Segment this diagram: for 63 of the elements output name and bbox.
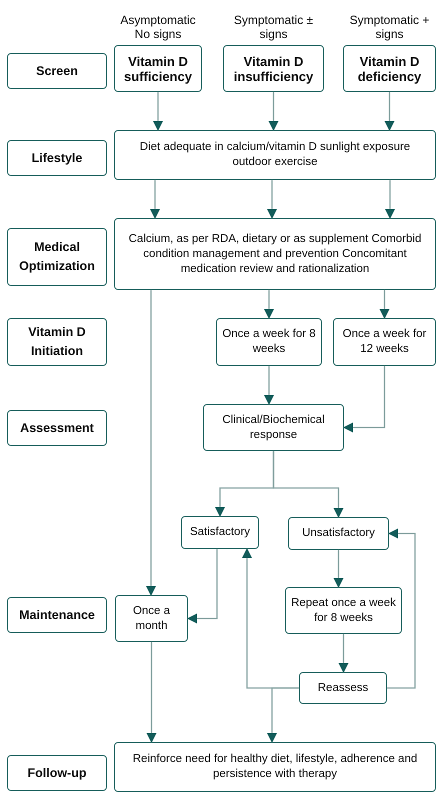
node-text: Satisfactory — [190, 525, 250, 540]
stage-label-box — [7, 318, 107, 366]
process-box — [285, 587, 402, 634]
node-text: Reinforce need for healthy diet, lifestyle, adherence and persistence with therapy — [132, 752, 418, 782]
stage-label-box — [7, 597, 107, 633]
arrow — [146, 290, 156, 596]
node-text: Lifestyle — [32, 150, 82, 167]
process-box — [203, 404, 344, 451]
arrow — [334, 550, 344, 588]
column-heading: Symptomatic + signs — [348, 13, 430, 41]
process-box — [114, 742, 436, 792]
arrow — [150, 180, 160, 219]
node-text: Vitamin D insufficiency — [232, 54, 314, 84]
process-box — [115, 595, 188, 642]
node-text: Diet adequate in calcium/vitamin D sunlight exposure outdoor exercise — [138, 140, 412, 170]
stage-label-box — [7, 53, 107, 89]
arrow — [338, 634, 348, 673]
column-heading: Symptomatic ± signs — [232, 13, 314, 41]
node-text: Screen — [36, 62, 78, 80]
stage-label-box — [7, 228, 107, 286]
arrow — [146, 642, 156, 743]
arrow — [343, 366, 386, 432]
status-box — [114, 45, 202, 92]
node-text: Once a month — [132, 604, 172, 634]
stage-label-box — [7, 140, 107, 176]
status-box — [343, 45, 436, 92]
stage-label-box — [7, 755, 107, 791]
process-box — [333, 318, 436, 366]
arrow — [267, 687, 299, 743]
arrow — [272, 451, 344, 518]
arrow — [153, 92, 163, 131]
node-text: Calcium, as per RDA, dietary or as supplement Comorbid condition management and prevention Concomitant medication review and rationalization — [128, 232, 422, 276]
process-box — [181, 516, 259, 549]
stage-label-box — [7, 410, 107, 446]
arrow — [264, 366, 274, 405]
node-text: Vitamin D deficiency — [356, 54, 422, 84]
node-text: Clinical/Biochemical response — [221, 412, 326, 442]
node-text: Reassess — [318, 680, 368, 696]
node-text: Vitamin D Initiation — [27, 324, 87, 360]
node-text: Follow-up — [27, 764, 86, 782]
arrow — [264, 290, 274, 319]
process-box — [299, 672, 387, 704]
arrow — [268, 92, 278, 131]
node-text: Once a week for 8 weeks — [221, 327, 317, 357]
arrow — [387, 528, 416, 689]
process-box — [288, 517, 389, 550]
node-text: Medical Optimization — [18, 239, 96, 275]
node-text: Unsatisfactory — [302, 526, 375, 541]
node-text: Assessment — [20, 420, 94, 437]
process-box — [114, 218, 436, 290]
node-text: Maintenance — [19, 606, 95, 624]
column-heading: Asymptomatic No signs — [119, 13, 197, 41]
arrow — [267, 180, 277, 219]
node-text: Vitamin D sufficiency — [123, 54, 193, 84]
status-box — [223, 45, 324, 92]
node-text: Once a week for 12 weeks — [342, 327, 428, 357]
process-box — [216, 318, 322, 366]
arrow — [187, 549, 218, 624]
process-box — [114, 130, 436, 180]
node-text: Repeat once a week for 8 weeks — [290, 596, 397, 626]
arrow — [384, 92, 394, 131]
arrow — [380, 290, 390, 319]
arrow — [385, 180, 395, 219]
